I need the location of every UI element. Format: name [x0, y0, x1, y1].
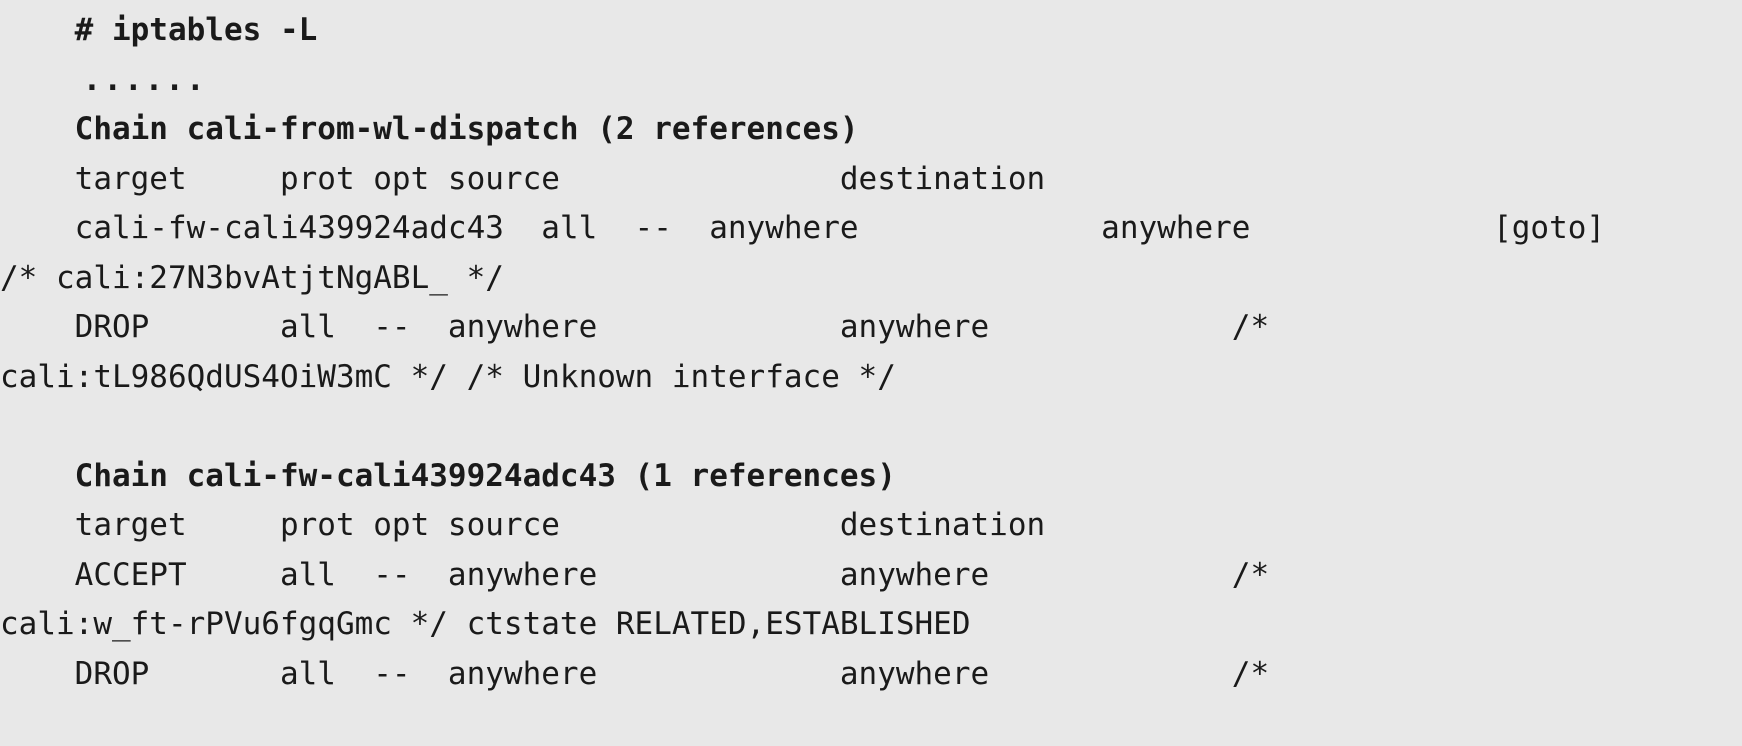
rule-line-drop-final: DROP all -- anywhere anywhere /* [0, 655, 1270, 692]
code-line-list: # iptables -L ...... Chain cali-from-wl-… [0, 6, 1742, 699]
chain-header-cali-fw-cali439924adc43: Chain cali-fw-cali439924adc43 (1 referen… [0, 457, 896, 494]
rule-comment-tl986qdus4oiw3mc: cali:tL986QdUS4OiW3mC */ /* Unknown inte… [0, 358, 896, 395]
column-header-row-2: target prot opt source destination [0, 507, 1046, 543]
rule-line-accept: ACCEPT all -- anywhere anywhere /* [0, 556, 1270, 593]
rule-comment-w-ft-rpvu6fgqgmc: cali:w_ft-rPVu6fgqGmc */ ctstate RELATED… [0, 606, 971, 642]
chain-header-from-wl-dispatch: Chain cali-from-wl-dispatch (2 reference… [0, 111, 859, 147]
rule-comment-27n3bvatjtngabl: /* cali:27N3bvAtjtNgABL_ */ [0, 259, 504, 296]
rule-line-cali-fw-goto: cali-fw-cali439924adc43 all -- anywhere … [0, 210, 1606, 246]
rule-line-drop-unknown-interface: DROP all -- anywhere anywhere /* [0, 309, 1270, 345]
terminal-ellipsis-line: ...... [0, 61, 207, 98]
terminal-command-line: # iptables -L [0, 12, 318, 48]
column-header-row-1: target prot opt source destination [0, 160, 1046, 197]
blank-separator-line [0, 402, 1742, 452]
